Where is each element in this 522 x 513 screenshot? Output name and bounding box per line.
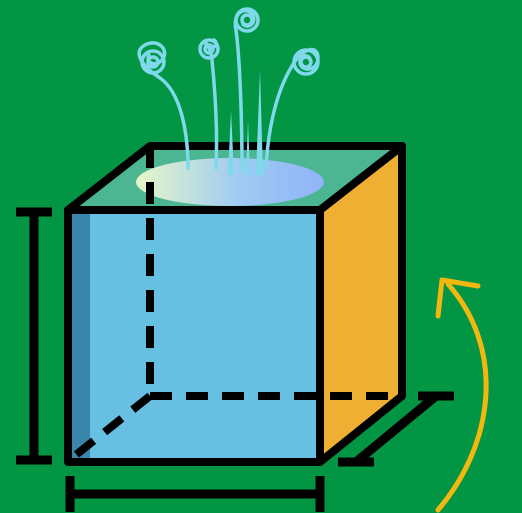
cube-front-outline	[64, 206, 324, 466]
rotation-arrow-curve	[435, 281, 489, 513]
cube-top-opening	[136, 158, 324, 206]
steam-curl-4-inner	[299, 55, 313, 69]
water-jets	[228, 70, 263, 175]
steam-curl-4	[292, 48, 320, 76]
width-dimension	[65, 476, 325, 512]
cube-front-face	[68, 210, 320, 462]
water-jet-1	[228, 110, 234, 175]
steam-curls	[140, 7, 320, 76]
rotation-arrow-head	[435, 277, 481, 319]
rotation-arrow	[435, 277, 489, 513]
steam-curl-1-inner	[146, 55, 160, 69]
cube-front-edge-shade	[68, 210, 90, 462]
cube-hidden-edges	[69, 146, 402, 462]
water-jet-2	[256, 70, 263, 175]
steam-curl-3-inner	[240, 13, 254, 27]
steam-curl-1	[140, 49, 166, 75]
height-dimension	[16, 207, 52, 465]
water-jet-3	[246, 120, 250, 175]
steam-curl-2-inner	[203, 43, 215, 55]
depth-dimension-line	[353, 392, 439, 466]
depth-dimension	[338, 391, 454, 467]
steam-curl-2	[198, 38, 220, 60]
hidden-edge-diagonal	[69, 392, 153, 462]
steam-curl-3	[234, 7, 260, 33]
